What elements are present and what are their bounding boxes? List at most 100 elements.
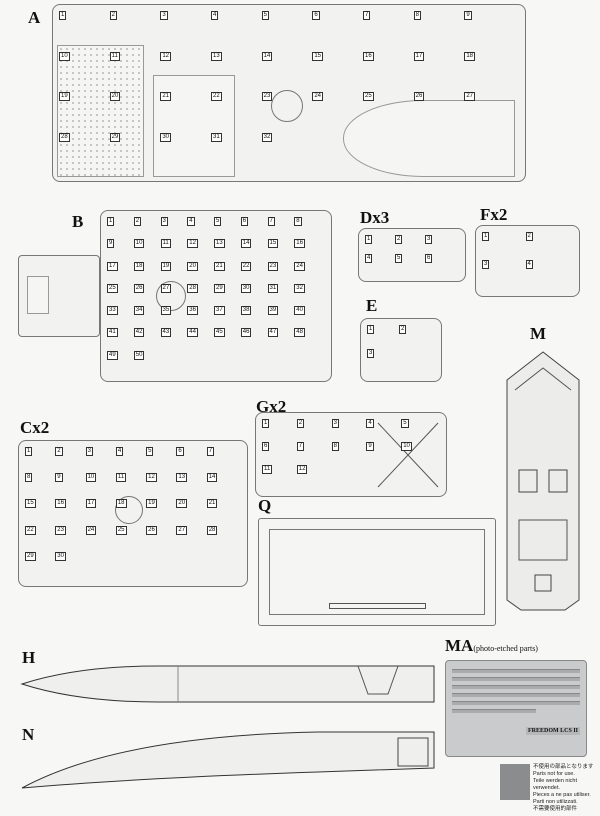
part-number-tag: 16 — [363, 51, 374, 61]
part-number-tag: 3 — [367, 349, 375, 358]
fret-title: FREEDOM LCS II — [526, 727, 581, 735]
part-number-tag: 21 — [160, 92, 172, 101]
part-number-tag: 7 — [206, 447, 215, 456]
superstructure-part-m — [506, 351, 580, 611]
rotor-part — [377, 422, 439, 488]
part-number-tag: 40 — [294, 306, 305, 316]
part-number-tag: 9 — [366, 442, 374, 451]
part-number-tag: 29 — [109, 132, 121, 142]
part-number-tag: 1 — [59, 11, 67, 20]
part-number-tag: 22 — [25, 525, 36, 535]
part-number-tag: 5 — [261, 11, 269, 20]
part-number-tag: 14 — [261, 51, 273, 61]
panel-part — [153, 75, 235, 177]
part-number-tag: 18 — [464, 51, 476, 61]
part-number-tag: 36 — [187, 306, 198, 316]
hull-part-n — [21, 731, 435, 789]
part-number-tag: 31 — [211, 132, 222, 142]
part-number-tag: 5 — [395, 254, 403, 263]
part-number-tag: 4 — [187, 217, 195, 226]
part-number-tag: 39 — [267, 306, 279, 316]
part-number-tag: 4 — [365, 254, 373, 263]
part-number-tag: 1 — [367, 325, 375, 334]
part-number-tag: 49 — [107, 350, 118, 360]
part-number-tag: 3 — [331, 419, 339, 428]
part-number-tag: 24 — [294, 261, 305, 271]
part-number-tag: 27 — [160, 283, 172, 293]
part-number-tag: 31 — [267, 283, 279, 293]
part-number-tag: 20 — [109, 92, 121, 101]
part-number-tag: 9 — [107, 239, 115, 249]
part-number-tag: 11 — [262, 465, 273, 474]
hull-part-h — [20, 665, 435, 703]
part-number-tag: 4 — [366, 419, 374, 428]
part-number-tag: 1 — [365, 235, 373, 244]
not-used-swatch — [500, 764, 530, 800]
part-number-tag: 15 — [25, 499, 36, 509]
part-number-tag: 4 — [525, 260, 533, 269]
part-number-tag: 18 — [115, 499, 127, 509]
part-number-tag: 26 — [146, 525, 157, 535]
sprue-label-e: E — [366, 296, 378, 315]
part-number-tag: 19 — [160, 261, 172, 271]
part-number-tag: 28 — [59, 132, 70, 142]
part-number-tag: 8 — [331, 442, 339, 451]
part-number-tag: 8 — [413, 11, 421, 20]
part-number-tag: 25 — [115, 525, 127, 535]
sprue-label-m: M — [530, 324, 547, 343]
part-number-tag: 4 — [115, 447, 124, 456]
part-number-tag: 24 — [312, 92, 324, 101]
part-number-tag: 33 — [107, 306, 118, 316]
legend-line: Parti non utilizzati. — [533, 799, 578, 805]
part-number-tag: 1 — [482, 232, 490, 241]
part-number-tag: 21 — [206, 499, 218, 509]
part-number-tag: 32 — [294, 283, 305, 293]
part-number-tag: 42 — [133, 328, 145, 338]
part-number-tag: 20 — [176, 499, 188, 509]
part-number-tag: 43 — [160, 328, 172, 338]
part-number-tag: 23 — [267, 261, 279, 271]
part-number-tag: 13 — [214, 239, 225, 249]
part-number-tag: 10 — [85, 473, 97, 483]
part-number-tag: 3 — [160, 11, 168, 20]
runner-part — [27, 276, 49, 314]
legend-line: Parts not for use. — [533, 771, 575, 777]
part-number-tag: 17 — [107, 261, 118, 271]
part-number-tag: 32 — [261, 132, 273, 142]
sprue-label-q: Q — [258, 496, 272, 515]
part-number-tag: 19 — [59, 92, 70, 101]
part-number-tag: 7 — [296, 442, 305, 451]
part-number-tag: 11 — [160, 239, 171, 249]
part-number-tag: 15 — [267, 239, 279, 249]
part-number-tag: 25 — [363, 92, 374, 101]
part-number-tag: 26 — [133, 283, 145, 293]
part-number-tag: 29 — [25, 551, 36, 561]
part-number-tag: 10 — [59, 51, 70, 61]
part-number-tag: 27 — [464, 92, 476, 101]
part-number-tag: 48 — [294, 328, 305, 338]
part-number-tag: 5 — [146, 447, 154, 456]
part-number-tag: 2 — [296, 419, 305, 428]
part-number-tag: 30 — [240, 283, 252, 293]
sprue-b-runner — [18, 255, 100, 337]
part-number-tag: 23 — [261, 92, 273, 101]
part-number-tag: 41 — [107, 328, 118, 338]
part-number-tag: 16 — [294, 239, 305, 249]
sprue-hub — [271, 90, 303, 122]
part-number-tag: 26 — [413, 92, 425, 101]
legend-line: Pieces a ne pas utiliser. — [533, 792, 591, 798]
part-number-tag: 12 — [146, 473, 157, 483]
part-number-tag: 7 — [267, 217, 275, 226]
part-number-tag: 3 — [482, 260, 490, 269]
deck-part — [343, 100, 515, 177]
part-number-tag: 1 — [25, 447, 33, 456]
legend-line: 不需要使用的部件 — [533, 806, 578, 812]
part-number-tag: 27 — [176, 525, 188, 535]
part-number-tag: 16 — [55, 499, 66, 509]
part-number-tag: 14 — [240, 239, 252, 249]
